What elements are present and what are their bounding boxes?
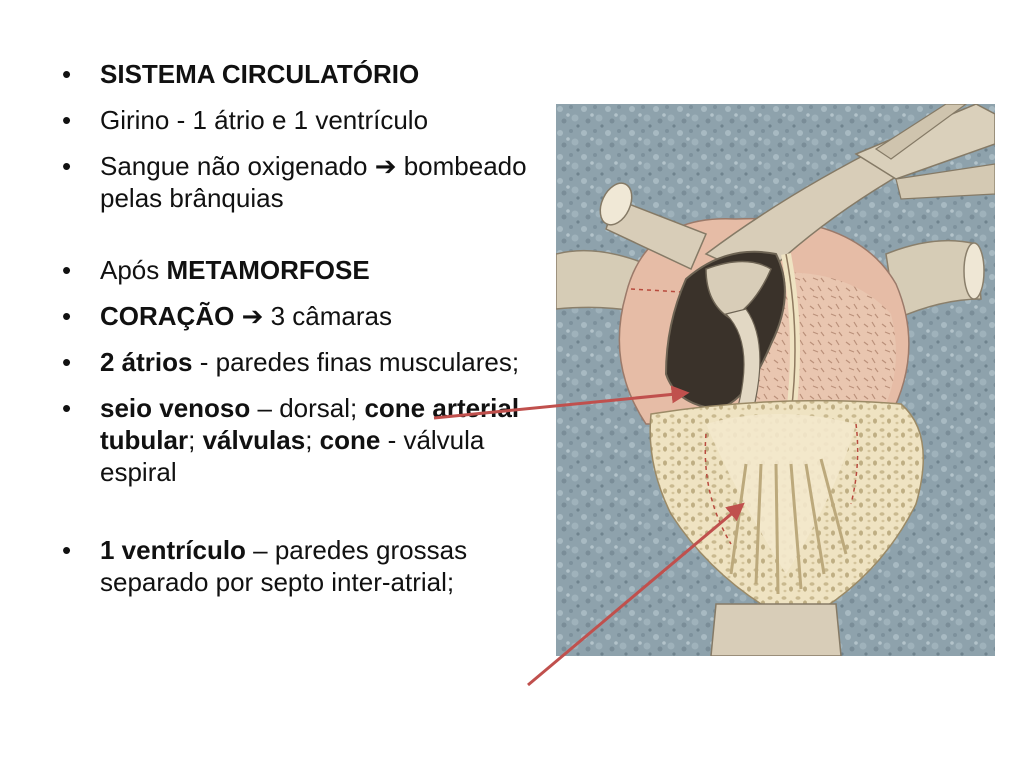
bullet-item: 2 átrios - paredes finas musculares; (62, 346, 542, 378)
bullet-text: ; (305, 425, 320, 455)
bullet-item: CORAÇÃO ➔ 3 câmaras (62, 300, 542, 332)
arrow-glyph: ➔ (241, 301, 264, 331)
bullet-text: – paredes grossas separado por septo int… (100, 535, 468, 597)
bullet-item: 1 ventrículo – paredes grossas separado … (62, 534, 542, 598)
bullet-text: Girino - 1 átrio e 1 ventrículo (100, 105, 429, 135)
bullet-item: seio venoso – dorsal; cone arterial tubu… (62, 392, 542, 488)
heart-illustration-svg (556, 104, 995, 656)
bullet-text: 2 átrios (100, 347, 193, 377)
bullet-text: METAMORFOSE (166, 255, 370, 285)
bullet-text: - paredes finas musculares; (192, 347, 520, 377)
bullet-text: – dorsal; (250, 393, 365, 423)
bullet-text: 3 câmaras (263, 301, 392, 331)
bullet-item: Girino - 1 átrio e 1 ventrículo (62, 104, 542, 136)
bullet-list: SISTEMA CIRCULATÓRIO Girino - 1 átrio e 1… (62, 58, 542, 612)
bullet-text: ; (188, 425, 203, 455)
bullet-text: SISTEMA CIRCULATÓRIO (100, 59, 420, 89)
bullet-text: Sangue não oxigenado (100, 151, 375, 181)
bullet-item: SISTEMA CIRCULATÓRIO (62, 58, 542, 90)
bullet-text: bombeado pelas brânquias (100, 151, 527, 213)
arrow-glyph: ➔ (374, 151, 397, 181)
bullet-text: seio venoso (100, 393, 251, 423)
bullet-text: - válvula espiral (100, 425, 485, 487)
bullet-text: 1 ventrículo (100, 535, 246, 565)
right-vessel (885, 239, 982, 321)
bullet-item: Sangue não oxigenado ➔ bombeado pelas br… (62, 150, 542, 214)
bullet-text: cone (319, 425, 381, 455)
heart-illustration (556, 104, 995, 656)
bottom-vessel (710, 603, 842, 656)
bullet-text: CORAÇÃO (100, 301, 242, 331)
bullet-text: válvulas (202, 425, 306, 455)
bullet-text: Após (100, 255, 167, 285)
bullet-item: Após METAMORFOSE (62, 254, 542, 286)
